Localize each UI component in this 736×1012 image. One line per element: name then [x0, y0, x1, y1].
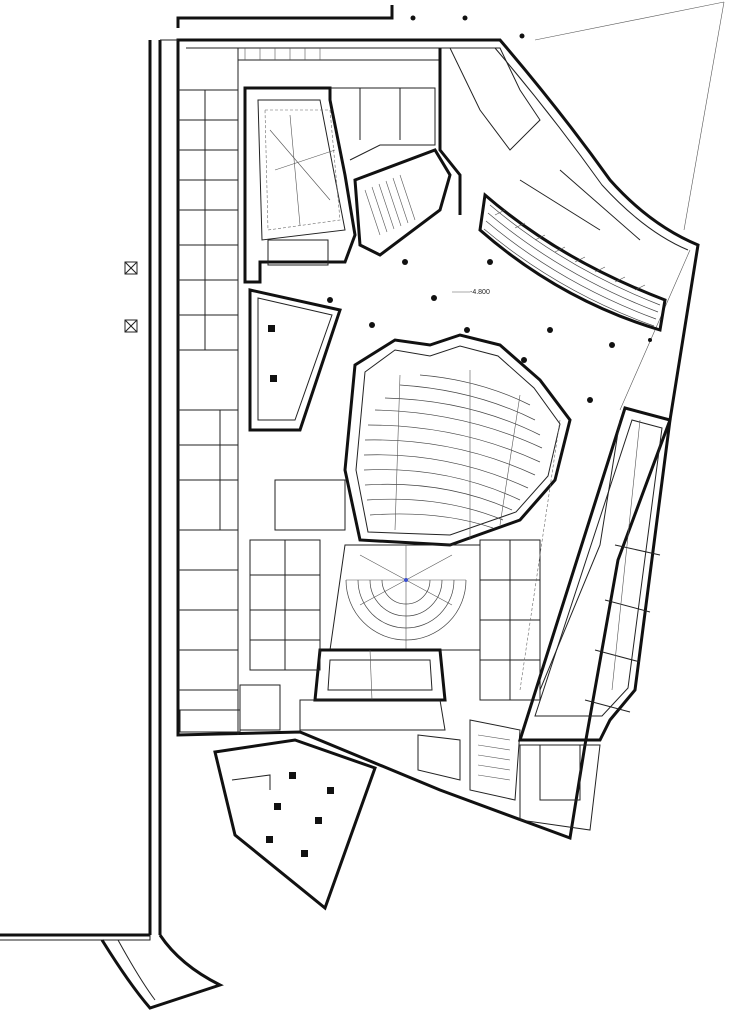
foyer-columns: [327, 259, 652, 403]
west-corridor: [0, 5, 525, 1010]
north-rooms: [238, 48, 462, 215]
stalls-seats: [363, 370, 543, 540]
sight-lines: [534, 1, 725, 411]
west-rooms: [124, 48, 241, 735]
courtyard: [213, 738, 377, 911]
back-of-house: [239, 479, 541, 801]
outer-wall: [160, 38, 700, 841]
rehearsal-hall: [243, 86, 357, 284]
east-wing: [517, 406, 672, 831]
orchestra-pit: [329, 544, 481, 651]
west-lobby: [248, 288, 342, 432]
main-auditorium: [313, 333, 572, 702]
amphitheatre: [449, 47, 667, 332]
north-stair: [353, 148, 452, 257]
level-marker: -4.800: [452, 289, 490, 296]
level-label: -4.800: [470, 289, 490, 296]
